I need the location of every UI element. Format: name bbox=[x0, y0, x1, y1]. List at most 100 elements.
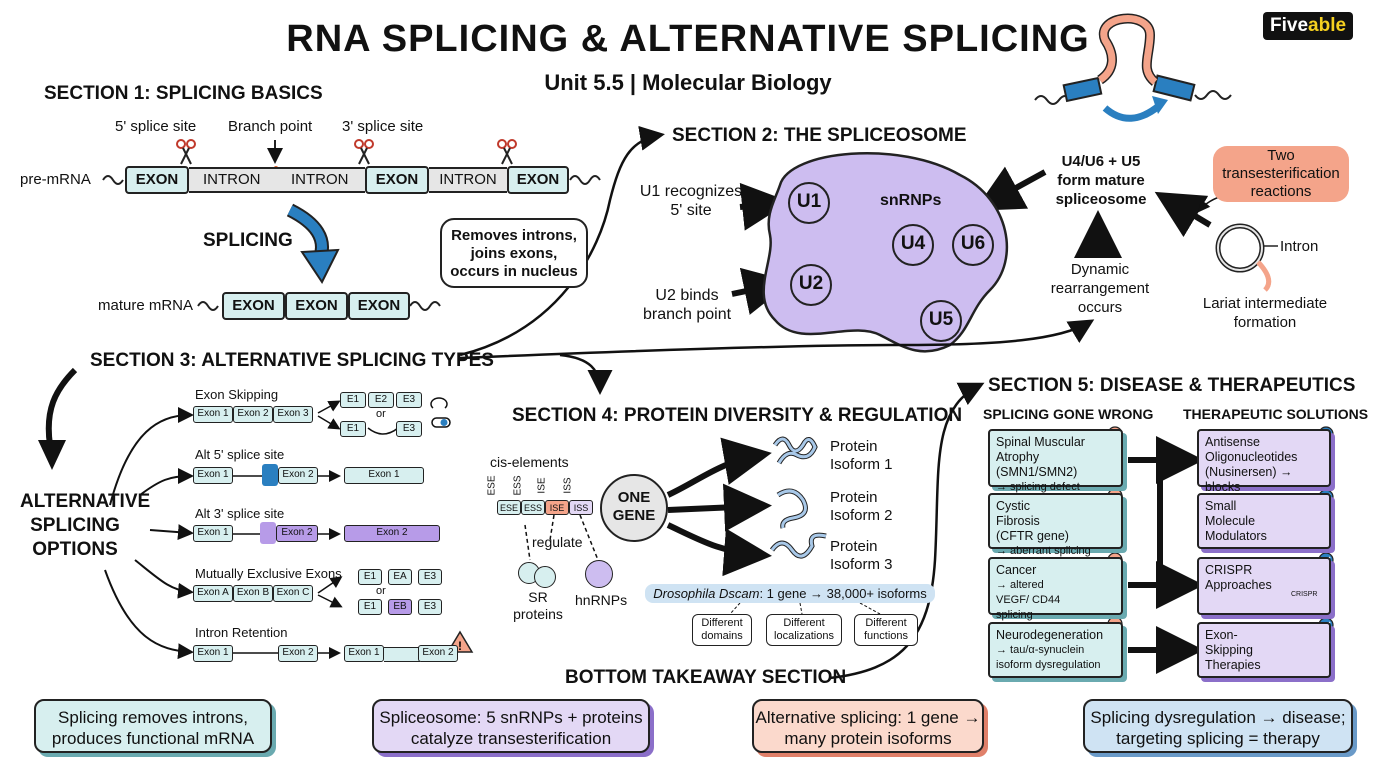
disease-title: Cancer bbox=[996, 563, 1037, 577]
mini-exon: Exon 2 bbox=[344, 525, 440, 542]
tag-different-localizations: Different localizations bbox=[766, 614, 842, 646]
alt3-label: Alt 3' splice site bbox=[195, 506, 285, 521]
intron-block: INTRON INTRON bbox=[189, 167, 365, 193]
therapeutic-solutions-label: THERAPEUTIC SOLUTIONS bbox=[1183, 406, 1369, 422]
disease-title: Spinal Muscular Atrophy (SMN1/SMN2) bbox=[996, 435, 1085, 479]
mini-exon: Exon 1 bbox=[193, 406, 233, 423]
mini-exon: E3 bbox=[396, 421, 422, 437]
isoform-2-label: Protein Isoform 2 bbox=[830, 489, 893, 524]
section4-heading: SECTION 4: PROTEIN DIVERSITY & REGULATIO… bbox=[512, 405, 963, 426]
exon-block: EXON bbox=[222, 292, 285, 320]
mutex-label: Mutually Exclusive Exons bbox=[195, 566, 342, 581]
mini-exon: E1 bbox=[340, 421, 366, 437]
sr-protein-circle bbox=[534, 566, 556, 588]
therapy-card-exon-skipping[interactable]: Exon-Skipping Therapies bbox=[1197, 622, 1331, 678]
hnrnps-label: hnRNPs bbox=[575, 592, 628, 608]
exon-block: EXON bbox=[507, 166, 569, 194]
iss-vertical: ISS bbox=[562, 477, 574, 494]
therapy-text: Small Molecule Modulators bbox=[1205, 499, 1267, 543]
cis-element-tags: ESE ESS ISE ISS bbox=[482, 474, 587, 500]
mini-exon: E2 bbox=[368, 392, 394, 408]
mini-exon: Exon 2 bbox=[233, 406, 273, 423]
ese-box: ESE bbox=[497, 500, 521, 515]
disease-card-cf[interactable]: Cystic Fibrosis (CFTR gene) → aberrant s… bbox=[988, 493, 1123, 557]
disease-card-neuro[interactable]: Neurodegeneration → tau/α-synuclein isof… bbox=[988, 622, 1123, 678]
mini-exon: Exon 2 bbox=[278, 645, 318, 662]
mini-exon: Exon 3 bbox=[273, 406, 313, 423]
alt-site-marker bbox=[260, 522, 276, 544]
mini-exon: Exon 1 bbox=[193, 645, 233, 662]
u5-snrnp: U5 bbox=[920, 300, 962, 342]
alt5-label: Alt 5' splice site bbox=[195, 447, 285, 462]
therapy-text: Antisense Oligonucleotides (Nusinersen) … bbox=[1205, 435, 1298, 494]
lariat-label: Lariat intermediate formation bbox=[1202, 295, 1328, 331]
or-label: or bbox=[376, 408, 386, 420]
logo-text-2: able bbox=[1308, 15, 1347, 36]
mini-exon: E3 bbox=[418, 599, 442, 615]
ese-vertical: ESE bbox=[486, 475, 498, 496]
therapy-text: CRISPR Approaches bbox=[1205, 563, 1272, 592]
mini-exon: Exon A bbox=[193, 585, 233, 602]
regulate-label: regulate bbox=[532, 534, 583, 550]
therapy-card-crispr[interactable]: CRISPR Approaches CRISPR bbox=[1197, 557, 1331, 615]
mini-exon: Exon B bbox=[233, 585, 273, 602]
mini-exon: Exon 1 bbox=[193, 467, 233, 484]
mini-exon: E1 bbox=[358, 569, 382, 585]
splicing-label: SPLICING bbox=[203, 230, 293, 251]
disease-card-cancer[interactable]: Cancer → altered VEGF/ CD44 splicing bbox=[988, 557, 1123, 621]
hnrnp-circle bbox=[585, 560, 613, 588]
label-3-splice-site: 3' splice site bbox=[342, 118, 424, 135]
dynamic-rearrangement-label: Dynamic rearrangement occurs bbox=[1050, 261, 1150, 316]
intron-block: INTRON bbox=[429, 167, 507, 193]
splicing-gone-wrong-label: SPLICING GONE WRONG bbox=[983, 406, 1154, 422]
section1-heading: SECTION 1: SPLICING BASICS bbox=[44, 83, 323, 104]
ess-vertical: ESS bbox=[512, 475, 524, 496]
ess-box: ESS bbox=[521, 500, 545, 515]
alt-site-marker bbox=[262, 464, 278, 486]
scissors-icon bbox=[497, 139, 517, 165]
logo-text-1: Five bbox=[1270, 15, 1309, 36]
mini-exon: EA bbox=[388, 569, 412, 585]
therapy-card-aso[interactable]: Antisense Oligonucleotides (Nusinersen) … bbox=[1197, 429, 1331, 494]
retention-label: Intron Retention bbox=[195, 625, 288, 640]
mini-exon: Exon 2 bbox=[278, 467, 318, 484]
mini-exon: Exon C bbox=[273, 585, 313, 602]
mini-exon: E3 bbox=[418, 569, 442, 585]
page-subtitle: Unit 5.5 | Molecular Biology bbox=[544, 70, 832, 95]
dscam-banner: Drosophila Dscam: 1 gene → 38,000+ isofo… bbox=[645, 584, 935, 603]
or-label: or bbox=[376, 585, 386, 597]
mature-mrna-label: mature mRNA bbox=[98, 297, 194, 314]
tag-different-domains: Different domains bbox=[692, 614, 752, 646]
therapy-card-small-molecule[interactable]: Small Molecule Modulators bbox=[1197, 493, 1331, 549]
therapy-text: Exon-Skipping Therapies bbox=[1205, 628, 1261, 672]
exon-block: EXON bbox=[285, 292, 348, 320]
intron-label: INTRON bbox=[203, 171, 261, 188]
takeaway-card-4: Splicing dysregulation → disease; target… bbox=[1083, 699, 1353, 753]
disease-sub: → splicing defect bbox=[996, 481, 1080, 493]
pre-mrna-label: pre-mRNA bbox=[20, 171, 91, 188]
page-title: RNA SPLICING & ALTERNATIVE SPLICING bbox=[286, 18, 1090, 60]
snrnps-label: snRNPs bbox=[880, 192, 942, 209]
mini-exon: E1 bbox=[358, 599, 382, 615]
one-gene-circle: ONE GENE bbox=[600, 474, 668, 542]
brand-logo: Fiveable bbox=[1263, 12, 1354, 40]
u1-snrnp: U1 bbox=[788, 182, 830, 224]
disease-sub: → tau/α-synuclein isoform dysregulation bbox=[996, 644, 1101, 671]
takeaway-card-1: Splicing removes introns, produces funct… bbox=[34, 699, 272, 753]
dscam-italic: Drosophila Dscam bbox=[653, 586, 760, 601]
exon-block: EXON bbox=[125, 166, 189, 194]
crispr-small-label: CRISPR bbox=[1291, 591, 1318, 598]
u4-snrnp: U4 bbox=[892, 224, 934, 266]
section3-heading: SECTION 3: ALTERNATIVE SPLICING TYPES bbox=[90, 350, 494, 371]
mini-exon: E3 bbox=[396, 392, 422, 408]
takeaway-card-3: Alternative splicing: 1 gene → many prot… bbox=[752, 699, 984, 753]
bottom-takeaway-heading: BOTTOM TAKEAWAY SECTION bbox=[565, 667, 847, 688]
tag-different-functions: Different functions bbox=[854, 614, 918, 646]
transesterification-badge: Two transesterification reactions bbox=[1213, 146, 1349, 202]
mini-exon: Exon 1 bbox=[344, 467, 424, 484]
mini-exon: Exon 1 bbox=[193, 525, 233, 542]
disease-card-sma[interactable]: Spinal Muscular Atrophy (SMN1/SMN2) → sp… bbox=[988, 429, 1123, 493]
scissors-icon bbox=[354, 139, 374, 165]
intron-label: Intron bbox=[1280, 238, 1319, 255]
takeaway-card-2: Spliceosome: 5 snRNPs + proteins catalyz… bbox=[372, 699, 650, 753]
